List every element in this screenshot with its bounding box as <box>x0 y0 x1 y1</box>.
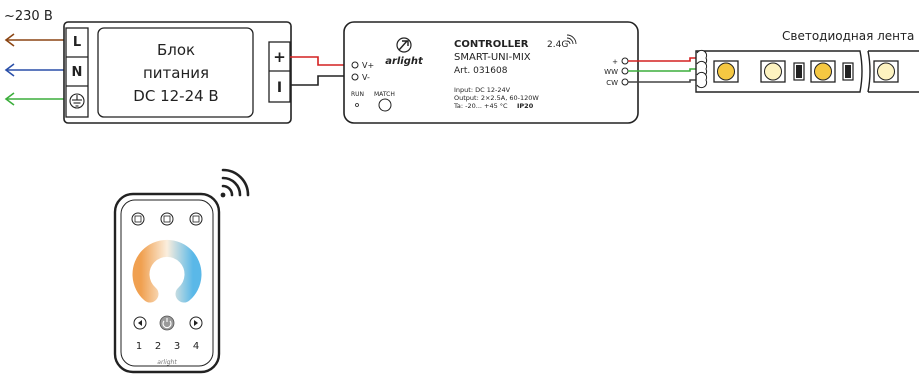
controller: V+ V- RUN MATCH arlight CONTROLLER SMART… <box>343 21 639 124</box>
controller-spec-output: Output: 2×2.5A, 60-120W <box>454 94 539 102</box>
memory-button[interactable] <box>189 212 203 226</box>
resistor <box>793 62 805 81</box>
zone-2-button[interactable]: 2 <box>155 341 161 352</box>
memory-button[interactable] <box>160 212 174 226</box>
wire-N <box>4 63 64 77</box>
mains-voltage-label: ~230 В <box>4 9 53 24</box>
controller-frequency: 2.4G <box>547 40 568 50</box>
zone-3-button[interactable]: 3 <box>174 341 180 352</box>
remote-signal-icon <box>220 168 250 198</box>
controller-input-vplus: V+ <box>362 61 374 70</box>
led-chip <box>760 60 786 83</box>
power-supply: L N Блок питания DC 12-24 В + I <box>63 21 292 124</box>
color-temperature-ring[interactable] <box>132 239 202 303</box>
wire-psu-minus <box>290 75 346 86</box>
zone-1-button[interactable]: 1 <box>136 341 142 352</box>
led-strip <box>695 49 919 93</box>
led-strip-label: Светодиодная лента <box>782 29 914 43</box>
wire-L <box>4 33 64 47</box>
run-indicator <box>355 103 359 107</box>
wire-out-cw <box>628 79 704 83</box>
led-chip <box>713 60 739 83</box>
terminal-L: L <box>73 35 81 50</box>
arlight-logo-icon <box>396 37 412 53</box>
remote-control: 1 2 3 4 arlight <box>113 192 221 374</box>
ground-icon <box>69 93 85 109</box>
controller-input-vminus: V- <box>362 73 370 82</box>
psu-output-plus: + <box>273 48 286 66</box>
psu-label-line3: DC 12-24 В <box>133 87 218 105</box>
resistor <box>842 62 854 81</box>
controller-spec-input: Input: DC 12-24V <box>454 86 511 94</box>
run-label: RUN <box>351 91 364 98</box>
controller-title: CONTROLLER <box>454 39 529 50</box>
match-label: MATCH <box>374 91 395 98</box>
psu-label-line1: Блок <box>157 41 195 59</box>
remote-brand: arlight <box>157 359 177 366</box>
controller-wifi-icon <box>566 34 577 45</box>
led-chip <box>873 60 899 83</box>
right-button[interactable] <box>189 316 203 330</box>
left-button[interactable] <box>133 316 147 330</box>
zone-4-button[interactable]: 4 <box>193 341 199 352</box>
led-chip <box>810 60 836 83</box>
controller-spec-ta: Ta: -20... +45 °C <box>453 102 508 110</box>
terminal-N: N <box>72 65 83 80</box>
controller-spec-ip: IP20 <box>517 102 534 110</box>
memory-button[interactable] <box>131 212 145 226</box>
controller-output-plus: + <box>612 58 618 66</box>
wire-out-plus <box>628 57 704 62</box>
wire-psu-plus <box>290 56 346 66</box>
controller-brand: arlight <box>385 56 424 67</box>
controller-output-ww: WW <box>604 68 618 76</box>
remote-top-buttons <box>131 212 203 226</box>
controller-art: Art. 031608 <box>454 66 508 76</box>
power-button[interactable] <box>159 315 175 331</box>
wire-out-ww <box>628 68 704 72</box>
controller-model: SMART-UNI-MIX <box>454 52 531 63</box>
psu-label-line2: питания <box>143 64 209 82</box>
match-button[interactable] <box>378 98 392 112</box>
controller-output-cw: CW <box>606 79 618 87</box>
psu-output-minus: I <box>277 80 282 96</box>
wire-PE <box>4 92 64 106</box>
